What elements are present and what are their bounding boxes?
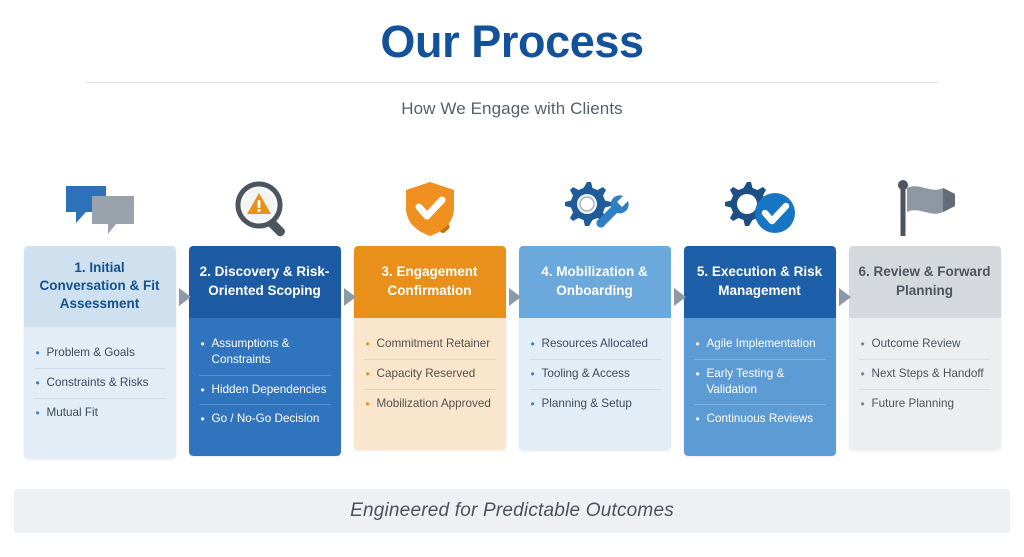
step-card[interactable]: 5. Execution & Risk Management Agile Imp… [683, 246, 836, 457]
list-item: Constraints & Risks [33, 368, 166, 398]
step-connector-arrow-icon [838, 288, 851, 306]
step-bullet-list: Assumptions & Constraints Hidden Depende… [198, 330, 331, 434]
step-connector-arrow-icon [673, 288, 686, 306]
step-title: 6. Review & Forward Planning [858, 264, 991, 298]
step-bullet-list: Resources Allocated Tooling & Access Pla… [528, 330, 661, 419]
step-card[interactable]: 2. Discovery & Risk-Oriented Scoping Ass… [188, 246, 341, 457]
step-header: 1. Initial Conversation & Fit Assessment [23, 246, 176, 328]
title-divider [86, 82, 938, 84]
list-item: Problem & Goals [34, 339, 166, 368]
flag-icon [849, 178, 1001, 240]
list-item: Mobilization Approved [363, 388, 496, 419]
magnifier-warning-icon [189, 178, 341, 240]
list-item: Outcome Review [859, 330, 991, 359]
step-header: 6. Review & Forward Planning [848, 246, 1001, 318]
speech-bubbles-icon [24, 178, 176, 240]
step-bullet-list: Agile Implementation Early Testing & Val… [693, 330, 826, 434]
step-title: 4. Mobilization & Onboarding [541, 264, 648, 298]
page-title: Our Process [380, 16, 644, 67]
gear-check-icon [684, 178, 836, 240]
process-step-3[interactable]: 3. Engagement Confirmation Commitment Re… [353, 178, 521, 450]
step-card[interactable]: 1. Initial Conversation & Fit Assessment… [23, 246, 176, 460]
footer-banner: Engineered for Predictable Outcomes [14, 489, 1010, 533]
list-item: Agile Implementation [694, 330, 826, 359]
step-title: 5. Execution & Risk Management [696, 264, 823, 298]
step-header: 5. Execution & Risk Management [683, 246, 836, 318]
list-item: Mutual Fit [33, 397, 166, 428]
step-title: 1. Initial Conversation & Fit Assessment [39, 260, 160, 312]
list-item: Tooling & Access [528, 358, 661, 389]
step-bullet-list: Problem & Goals Constraints & Risks Mutu… [33, 339, 166, 428]
step-body: Assumptions & Constraints Hidden Depende… [188, 318, 341, 457]
process-steps-container: 1. Initial Conversation & Fit Assessment… [0, 178, 1024, 463]
step-body: Agile Implementation Early Testing & Val… [683, 318, 836, 457]
shield-check-icon [354, 178, 506, 240]
step-header: 3. Engagement Confirmation [353, 246, 506, 318]
process-step-4[interactable]: 4. Mobilization & Onboarding Resources A… [518, 178, 686, 450]
process-step-1[interactable]: 1. Initial Conversation & Fit Assessment… [23, 178, 191, 460]
list-item: Commitment Retainer [364, 330, 496, 359]
step-header: 2. Discovery & Risk-Oriented Scoping [188, 246, 341, 318]
list-item: Resources Allocated [529, 330, 661, 359]
step-card[interactable]: 3. Engagement Confirmation Commitment Re… [353, 246, 506, 450]
step-connector-arrow-icon [178, 288, 191, 306]
step-body: Resources Allocated Tooling & Access Pla… [518, 318, 671, 450]
step-body: Commitment Retainer Capacity Reserved Mo… [353, 318, 506, 450]
step-bullet-list: Commitment Retainer Capacity Reserved Mo… [363, 330, 496, 419]
process-step-5[interactable]: 5. Execution & Risk Management Agile Imp… [683, 178, 851, 457]
list-item: Continuous Reviews [693, 404, 826, 434]
step-connector-arrow-icon [508, 288, 521, 306]
list-item: Assumptions & Constraints [199, 330, 331, 375]
list-item: Hidden Dependencies [198, 374, 331, 405]
list-item: Future Planning [858, 388, 991, 419]
step-header: 4. Mobilization & Onboarding [518, 246, 671, 318]
step-title: 2. Discovery & Risk-Oriented Scoping [199, 264, 330, 298]
process-step-6[interactable]: 6. Review & Forward Planning Outcome Rev… [848, 178, 1001, 450]
page-subtitle: How We Engage with Clients [401, 99, 623, 119]
page-header: Our Process How We Engage with Clients [0, 0, 1024, 119]
step-body: Outcome Review Next Steps & Handoff Futu… [848, 318, 1001, 450]
list-item: Go / No-Go Decision [198, 404, 331, 434]
step-bullet-list: Outcome Review Next Steps & Handoff Futu… [858, 330, 991, 419]
step-connector-arrow-icon [343, 288, 356, 306]
step-card[interactable]: 6. Review & Forward Planning Outcome Rev… [848, 246, 1001, 450]
process-step-2[interactable]: 2. Discovery & Risk-Oriented Scoping Ass… [188, 178, 356, 457]
step-body: Problem & Goals Constraints & Risks Mutu… [23, 327, 176, 460]
gear-wrench-icon [519, 178, 671, 240]
list-item: Next Steps & Handoff [858, 358, 991, 389]
list-item: Capacity Reserved [363, 358, 496, 389]
list-item: Planning & Setup [528, 388, 661, 419]
step-card[interactable]: 4. Mobilization & Onboarding Resources A… [518, 246, 671, 450]
step-title: 3. Engagement Confirmation [381, 264, 478, 298]
footer-tagline: Engineered for Predictable Outcomes [350, 500, 674, 521]
list-item: Early Testing & Validation [693, 358, 826, 405]
